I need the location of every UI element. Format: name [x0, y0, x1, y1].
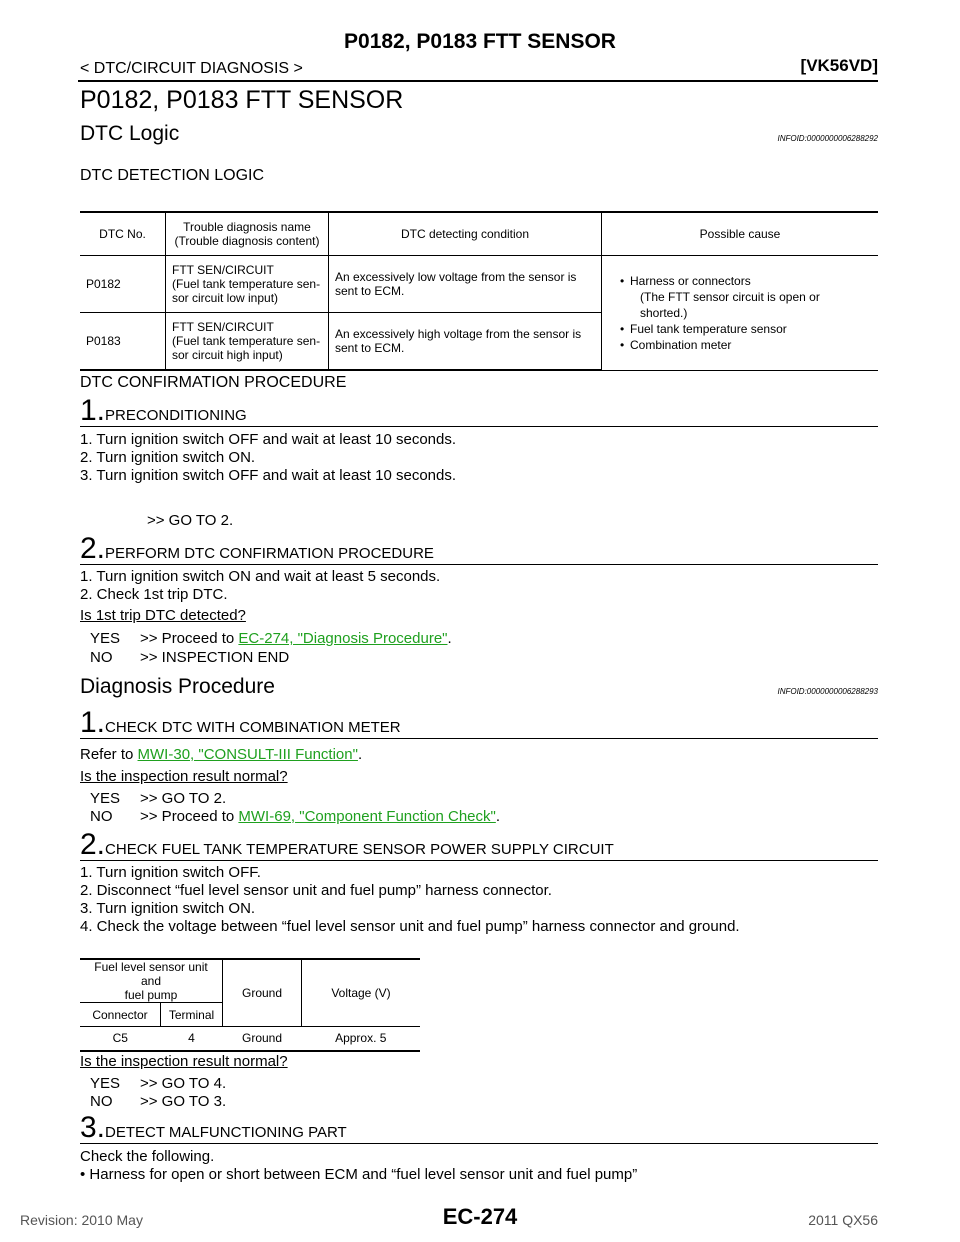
no-line: NO>> Proceed to MWI-69, "Component Funct…	[90, 808, 500, 825]
confirmation-heading: DTC CONFIRMATION PROCEDURE	[80, 374, 347, 391]
step-line: 2. Turn ignition switch ON.	[80, 449, 256, 466]
page-title: P0182, P0183 FTT SENSOR	[80, 86, 404, 114]
yes-line: YES>> GO TO 4.	[90, 1075, 227, 1092]
header-divider	[78, 80, 878, 82]
no-line: NO>> INSPECTION END	[90, 649, 290, 666]
step-line: 2. Check 1st trip DTC.	[80, 586, 228, 603]
step-line: 1. Turn ignition switch ON and wait at l…	[80, 568, 441, 585]
page-header-title: P0182, P0183 FTT SENSOR	[344, 30, 616, 53]
no-line: NO>> GO TO 3.	[90, 1093, 227, 1110]
step-heading: 2.PERFORM DTC CONFIRMATION PROCEDURE	[80, 532, 878, 565]
link-diagnosis-procedure[interactable]: EC-274, "Diagnosis Procedure"	[238, 630, 448, 647]
col-dtc-no: DTC No.	[80, 211, 166, 256]
question-text: Is 1st trip DTC detected?	[80, 607, 246, 624]
goto-text: >> GO TO 2.	[147, 512, 234, 529]
yes-line: YES>> Proceed to EC-274, "Diagnosis Proc…	[90, 630, 452, 647]
infoid-dtc-logic: INFOID:0000000006288292	[777, 134, 878, 143]
step-line: 4. Check the voltage between “fuel level…	[80, 918, 740, 935]
section-title-dtc-logic: DTC Logic	[80, 122, 180, 145]
detection-logic-heading: DTC DETECTION LOGIC	[80, 167, 265, 184]
page-number: EC-274	[442, 1204, 518, 1229]
step-line: 3. Turn ignition switch OFF and wait at …	[80, 467, 457, 484]
step-line: • Harness for open or short between ECM …	[80, 1166, 638, 1183]
refer-line: Refer to MWI-30, "CONSULT-III Function".	[80, 746, 363, 763]
col-detecting-condition: DTC detecting condition	[328, 211, 602, 256]
link-consult-function[interactable]: MWI-30, "CONSULT-III Function"	[137, 746, 358, 763]
col-diagnosis-name: Trouble diagnosis name (Trouble diagnosi…	[165, 211, 329, 256]
table-row: P0183 FTT SEN/CIRCUIT(Fuel tank temperat…	[80, 312, 878, 371]
step-line: Check the following.	[80, 1148, 215, 1165]
section-title-diagnosis: Diagnosis Procedure	[80, 675, 275, 698]
breadcrumb: < DTC/CIRCUIT DIAGNOSIS >	[80, 60, 303, 77]
step-heading: 1.CHECK DTC WITH COMBINATION METER	[80, 706, 878, 739]
possible-cause-cell: Harness or connectors (The FTT sensor ci…	[601, 255, 878, 371]
link-component-function-check[interactable]: MWI-69, "Component Function Check"	[238, 808, 496, 825]
question-text: Is the inspection result normal?	[80, 768, 288, 785]
table-row: C5 4 Ground Approx. 5	[80, 1026, 420, 1052]
yes-line: YES>> GO TO 2.	[90, 790, 227, 807]
step-heading: 2.CHECK FUEL TANK TEMPERATURE SENSOR POW…	[80, 828, 878, 861]
step-line: 2. Disconnect “fuel level sensor unit an…	[80, 882, 552, 899]
revision-text: Revision: 2010 May	[20, 1212, 143, 1228]
col-possible-cause: Possible cause	[601, 211, 878, 256]
step-line: 1. Turn ignition switch OFF and wait at …	[80, 431, 457, 448]
step-line: 1. Turn ignition switch OFF.	[80, 864, 261, 881]
engine-code: [VK56VD]	[800, 56, 878, 75]
dtc-logic-table: DTC No. Trouble diagnosis name (Trouble …	[80, 211, 878, 371]
step-line: 3. Turn ignition switch ON.	[80, 900, 256, 917]
question-text: Is the inspection result normal?	[80, 1053, 288, 1070]
model-text: 2011 QX56	[808, 1212, 878, 1228]
infoid-diagnosis: INFOID:0000000006288293	[777, 687, 878, 696]
step-heading: 1.PRECONDITIONING	[80, 394, 878, 427]
step-heading: 3.DETECT MALFUNCTIONING PART	[80, 1111, 878, 1144]
table-row: P0182 FTT SEN/CIRCUIT(Fuel tank temperat…	[80, 255, 878, 371]
